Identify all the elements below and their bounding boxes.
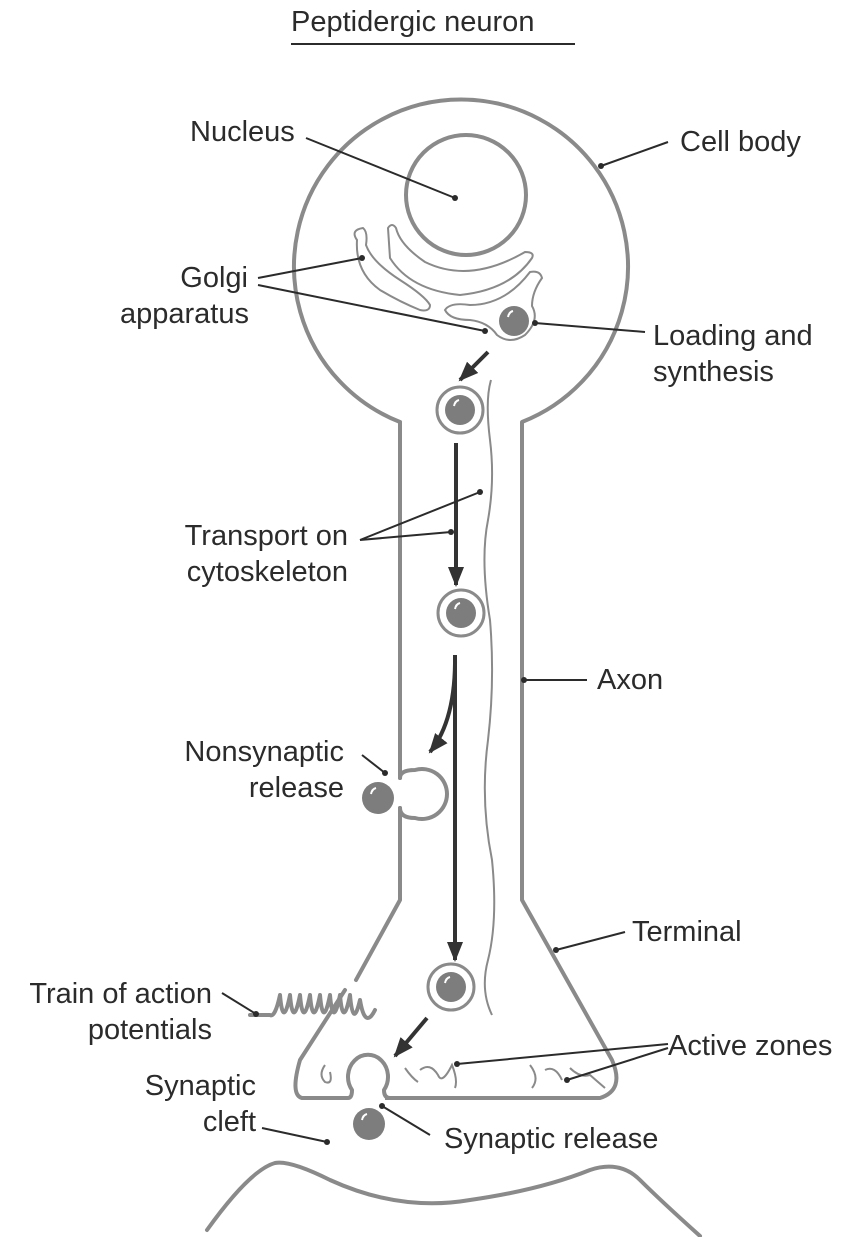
label-nucleus: Nucleus [190,116,295,148]
label-nonsynaptic: Nonsynaptic release [150,734,344,806]
label-loading-line2: synthesis [653,356,774,388]
label-cleft-line1: Synaptic [144,1070,256,1102]
label-transport-line2: cytoskeleton [186,556,348,588]
vesicle-golgi [499,306,529,336]
label-loading-line1: Loading and [653,320,813,352]
leader-synaptic-release [381,1105,431,1136]
label-golgi-line2: apparatus [120,298,249,330]
nonsynaptic-bulge [398,767,449,821]
active-zone-squiggle [320,1062,606,1089]
leader-transport-2 [359,531,452,541]
neuron-membrane [292,97,630,1100]
vesicle-nonsynaptic-released [362,782,394,814]
golgi-cisterna-2 [386,224,534,297]
label-transport: Transport on cytoskeleton [140,518,348,590]
nucleus [404,133,528,257]
diagram-title: Peptidergic neuron [291,6,535,38]
label-transport-line1: Transport on [184,520,348,552]
arrow-synaptic [393,1016,429,1058]
label-train-line2: potentials [87,1014,212,1046]
label-train: Train of action potentials [0,976,212,1048]
arrow-golgi-to-axon [458,350,490,382]
synaptic-release-pocket [346,1052,392,1100]
label-train-line1: Train of action [29,978,212,1010]
leader-active-zone-1 [456,1043,669,1065]
label-axon: Axon [597,664,664,696]
label-nonsynaptic-line2: release [248,772,344,804]
leader-nonsynaptic [361,754,386,774]
vesicle-1 [435,385,485,435]
label-active-zones: Active zones [668,1030,833,1062]
label-nonsynaptic-line1: Nonsynaptic [184,736,344,768]
leader-terminal [555,931,626,951]
leader-nucleus [305,137,456,199]
vesicle-2 [436,588,486,638]
leader-golgi-1 [257,257,363,279]
label-golgi-line1: Golgi [180,262,248,294]
leader-cell-body [600,141,669,167]
label-golgi: Golgi apparatus [120,260,249,332]
vesicle-synaptic-released [353,1108,385,1140]
cytoskeleton-filament [483,379,496,1016]
leader-cleft [261,1127,328,1143]
leader-golgi-2 [257,284,486,332]
postsynaptic-membrane [205,1160,702,1237]
vesicle-3 [426,962,476,1012]
label-cleft-line2: cleft [202,1106,256,1138]
label-cleft: Synaptic cleft [100,1068,256,1140]
leader-train [221,992,257,1015]
leader-active-zone-2 [566,1047,669,1081]
action-potential-train [248,993,377,1020]
leader-transport-1 [359,491,481,541]
leader-loading [534,322,646,333]
golgi-cisterna-3 [443,270,544,341]
golgi-cisterna-1 [353,226,432,312]
label-synaptic-release: Synaptic release [444,1123,659,1155]
label-cell-body: Cell body [680,126,801,158]
arrow-nonsynaptic [428,654,458,754]
label-terminal: Terminal [632,916,742,948]
label-loading: Loading and synthesis [653,318,813,390]
